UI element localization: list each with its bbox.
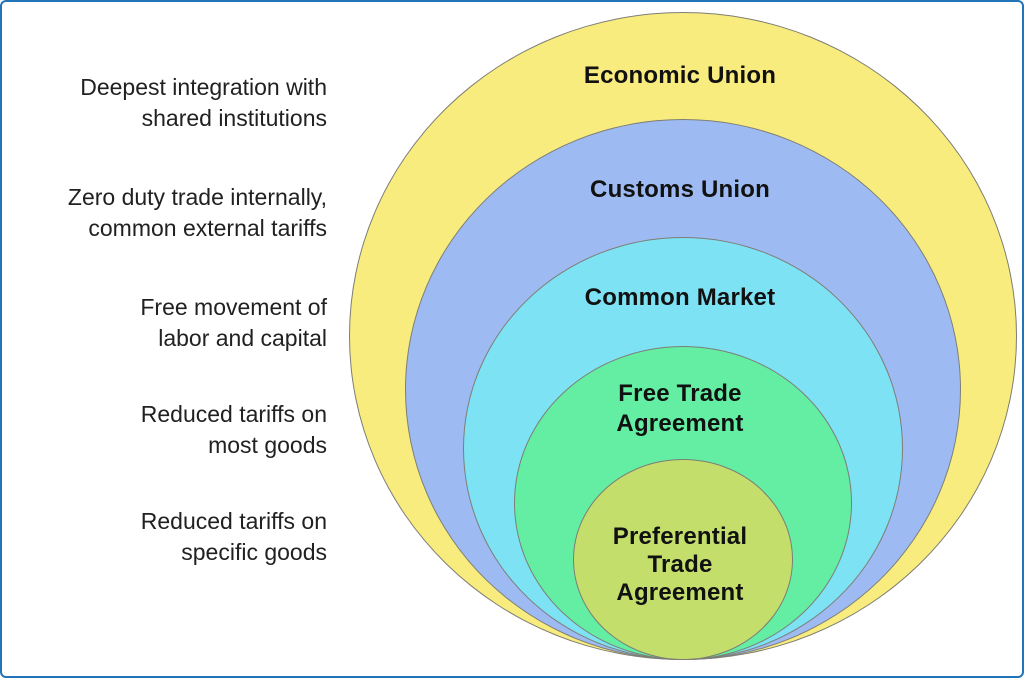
side-label-line: common external tariffs bbox=[88, 215, 327, 241]
side-label-line: Free movement of bbox=[140, 294, 327, 320]
ring-label-free-trade-agreement: Free Trade Agreement bbox=[560, 379, 800, 439]
ring-preferential-trade-agreement bbox=[573, 459, 793, 660]
ring-label-line: Agreement bbox=[616, 579, 744, 606]
ring-label-line: Economic Union bbox=[583, 62, 777, 89]
side-label-line: Reduced tariffs on bbox=[140, 508, 327, 534]
ring-label-common-market: Common Market bbox=[520, 284, 840, 312]
side-label-customs-union: Zero duty trade internally, common exter… bbox=[22, 182, 327, 244]
side-label-line: shared institutions bbox=[141, 105, 327, 131]
side-label-economic-union: Deepest integration with shared institut… bbox=[22, 72, 327, 134]
ring-label-line: Agreement bbox=[616, 410, 744, 437]
side-label-line: Reduced tariffs on bbox=[140, 401, 327, 427]
side-label-common-market: Free movement of labor and capital bbox=[22, 292, 327, 354]
side-label-line: Zero duty trade internally, bbox=[67, 184, 327, 210]
ring-label-customs-union: Customs Union bbox=[520, 176, 840, 204]
ring-label-preferential-trade-agreement: Preferential Trade Agreement bbox=[580, 523, 780, 607]
side-label-free-trade-agreement: Reduced tariffs on most goods bbox=[22, 399, 327, 461]
ring-label-economic-union: Economic Union bbox=[520, 62, 840, 90]
ring-label-line: Trade bbox=[647, 551, 713, 578]
side-label-line: Deepest integration with bbox=[80, 74, 327, 100]
ring-label-line: Customs Union bbox=[590, 176, 770, 203]
side-label-line: most goods bbox=[208, 432, 327, 458]
ring-label-line: Common Market bbox=[584, 284, 776, 311]
side-label-line: specific goods bbox=[181, 539, 327, 565]
ring-label-line: Free Trade bbox=[618, 380, 742, 407]
side-label-line: labor and capital bbox=[158, 325, 327, 351]
side-label-preferential-trade-agreement: Reduced tariffs on specific goods bbox=[22, 506, 327, 568]
ring-label-line: Preferential bbox=[612, 523, 748, 550]
